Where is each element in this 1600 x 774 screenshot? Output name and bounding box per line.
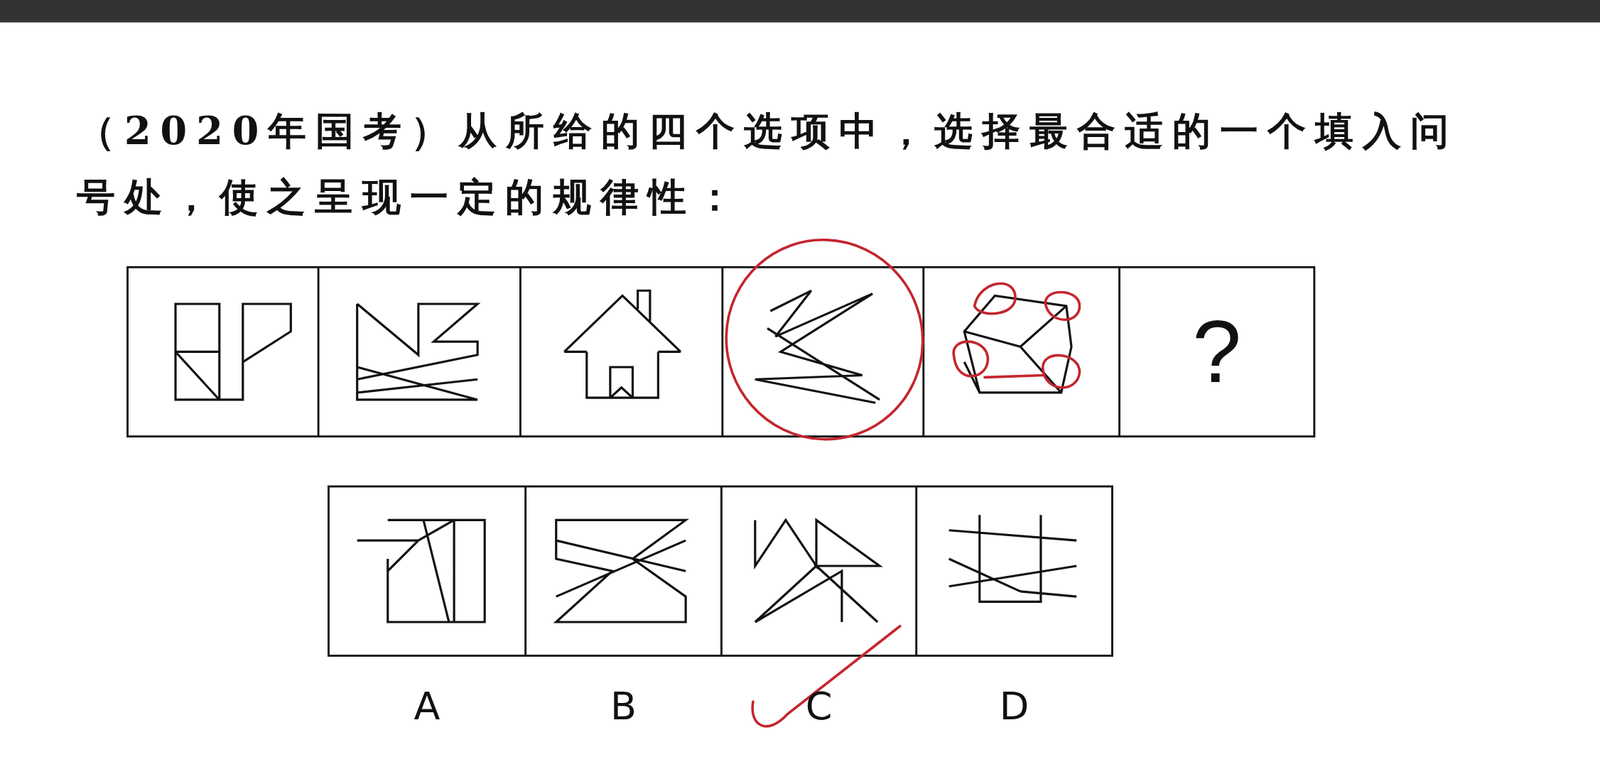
figures (175, 290, 1077, 623)
top-bar (0, 0, 1600, 23)
option-a-figure (357, 520, 486, 623)
option-label: C (805, 685, 833, 728)
question-cell: ? (1119, 267, 1315, 437)
option-cell: B (525, 486, 722, 728)
option-b-figure (556, 520, 686, 623)
option-cell: C (721, 486, 916, 728)
option-label: D (999, 685, 1030, 728)
question-mark: ? (1192, 303, 1242, 400)
question-row (127, 267, 1315, 437)
option-label: B (610, 685, 637, 728)
grid-lines (127, 267, 1315, 656)
option-label: A (414, 685, 441, 728)
question-text: （2020年国考）从所给的四个选项中，选择最合适的一个填入问号处，使之呈现一定的… (76, 98, 1505, 231)
figure-4 (755, 290, 880, 403)
red-annotations (698, 212, 1080, 727)
option-cell: A (328, 486, 526, 728)
annotation-circle (698, 212, 951, 468)
figure-3 (564, 290, 681, 398)
figure-1 (175, 304, 291, 400)
question-dividers (318, 267, 1120, 437)
figure-2 (357, 304, 478, 400)
annotation-loops (953, 283, 1080, 388)
option-row (328, 486, 1112, 656)
option-dividers (525, 486, 917, 656)
option-cell: D (916, 486, 1113, 728)
option-d-figure (949, 515, 1078, 602)
option-c-figure (755, 520, 880, 623)
